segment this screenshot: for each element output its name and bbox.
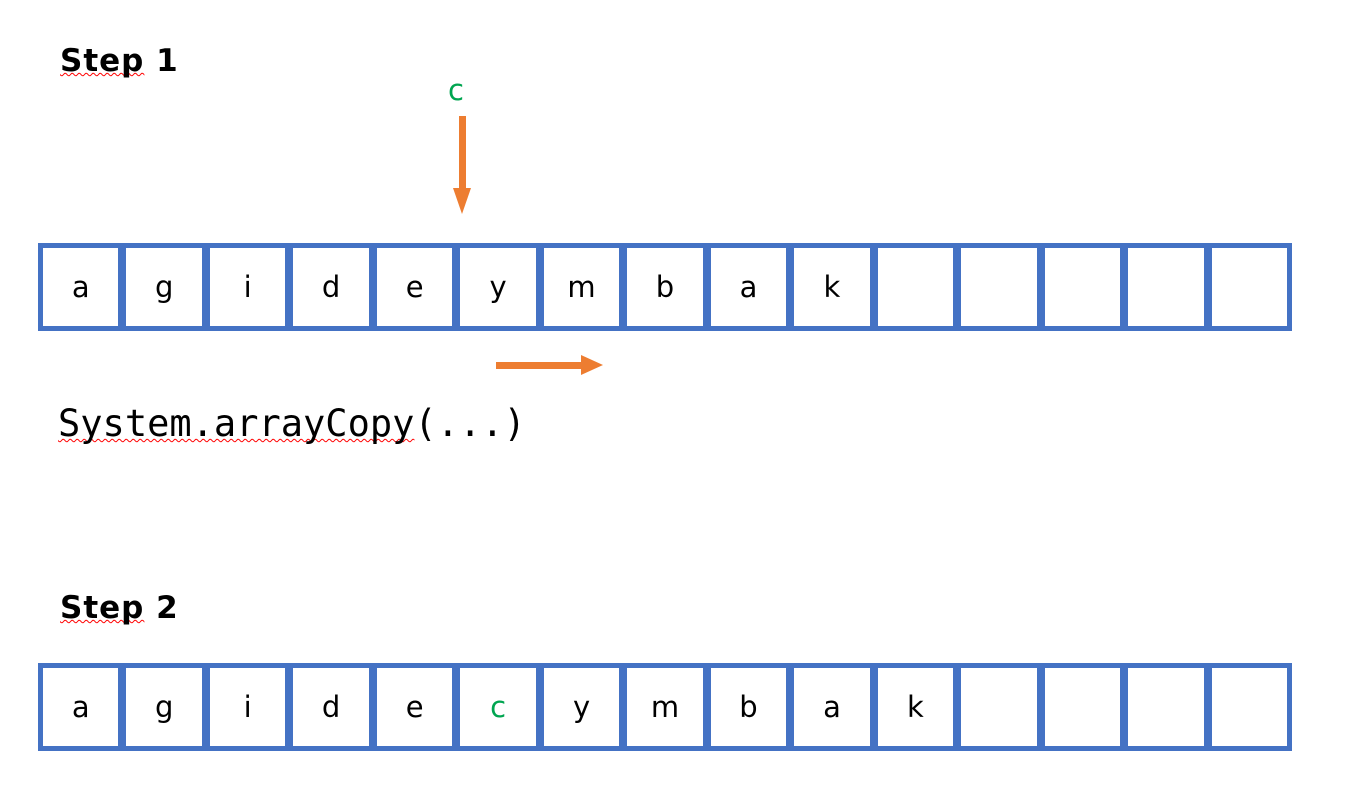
array-cell: g	[122, 248, 206, 326]
array-cell	[1040, 668, 1125, 746]
right-arrow-shaft	[496, 362, 586, 369]
array-cell: a	[790, 668, 874, 746]
step-1-heading-number-spacer	[144, 43, 156, 79]
array-cell: a	[43, 668, 123, 746]
step-2-heading-number-spacer	[144, 590, 156, 626]
array-cell: i	[205, 668, 290, 746]
array-cell	[1124, 668, 1208, 746]
array-copy-method-name: System.arrayCopy	[58, 402, 415, 445]
array-cell: d	[289, 248, 373, 326]
array-cell: g	[122, 668, 206, 746]
down-arrow-head	[453, 188, 471, 214]
array-cell: a	[43, 248, 123, 326]
array-cell: k	[873, 668, 958, 746]
right-arrow-head	[581, 355, 603, 375]
array-cell: a	[706, 248, 791, 326]
step-1-heading: Step 1	[60, 43, 179, 79]
array-cell	[1207, 248, 1288, 326]
array-cell: e	[372, 668, 457, 746]
array-cell: b	[623, 248, 707, 326]
array-cell	[957, 668, 1041, 746]
array-cell: c	[456, 668, 540, 746]
array-cell: d	[289, 668, 373, 746]
array-cell	[1207, 668, 1288, 746]
array-cell: k	[790, 248, 874, 326]
array-copy-caption: System.arrayCopy(...)	[58, 402, 526, 445]
array-cell: b	[706, 668, 791, 746]
array-cell	[1040, 248, 1125, 326]
array-copy-args: (...)	[414, 402, 526, 445]
array-cell	[1124, 248, 1208, 326]
array-cell	[957, 248, 1041, 326]
array-cell: m	[539, 248, 624, 326]
array-cell: m	[623, 668, 707, 746]
array-cell: y	[539, 668, 624, 746]
array-cell: e	[372, 248, 457, 326]
down-arrow-shaft	[459, 116, 466, 194]
array-cell	[873, 248, 958, 326]
step-1-heading-number: 1	[156, 43, 179, 79]
step-2-heading: Step 2	[60, 590, 179, 626]
insert-pointer-label: c	[448, 73, 464, 107]
step-2-heading-number: 2	[156, 590, 179, 626]
array-cell: i	[205, 248, 290, 326]
step-2-heading-word: Step	[60, 590, 145, 626]
step-1-heading-word: Step	[60, 43, 145, 79]
array-cell: y	[456, 248, 540, 326]
